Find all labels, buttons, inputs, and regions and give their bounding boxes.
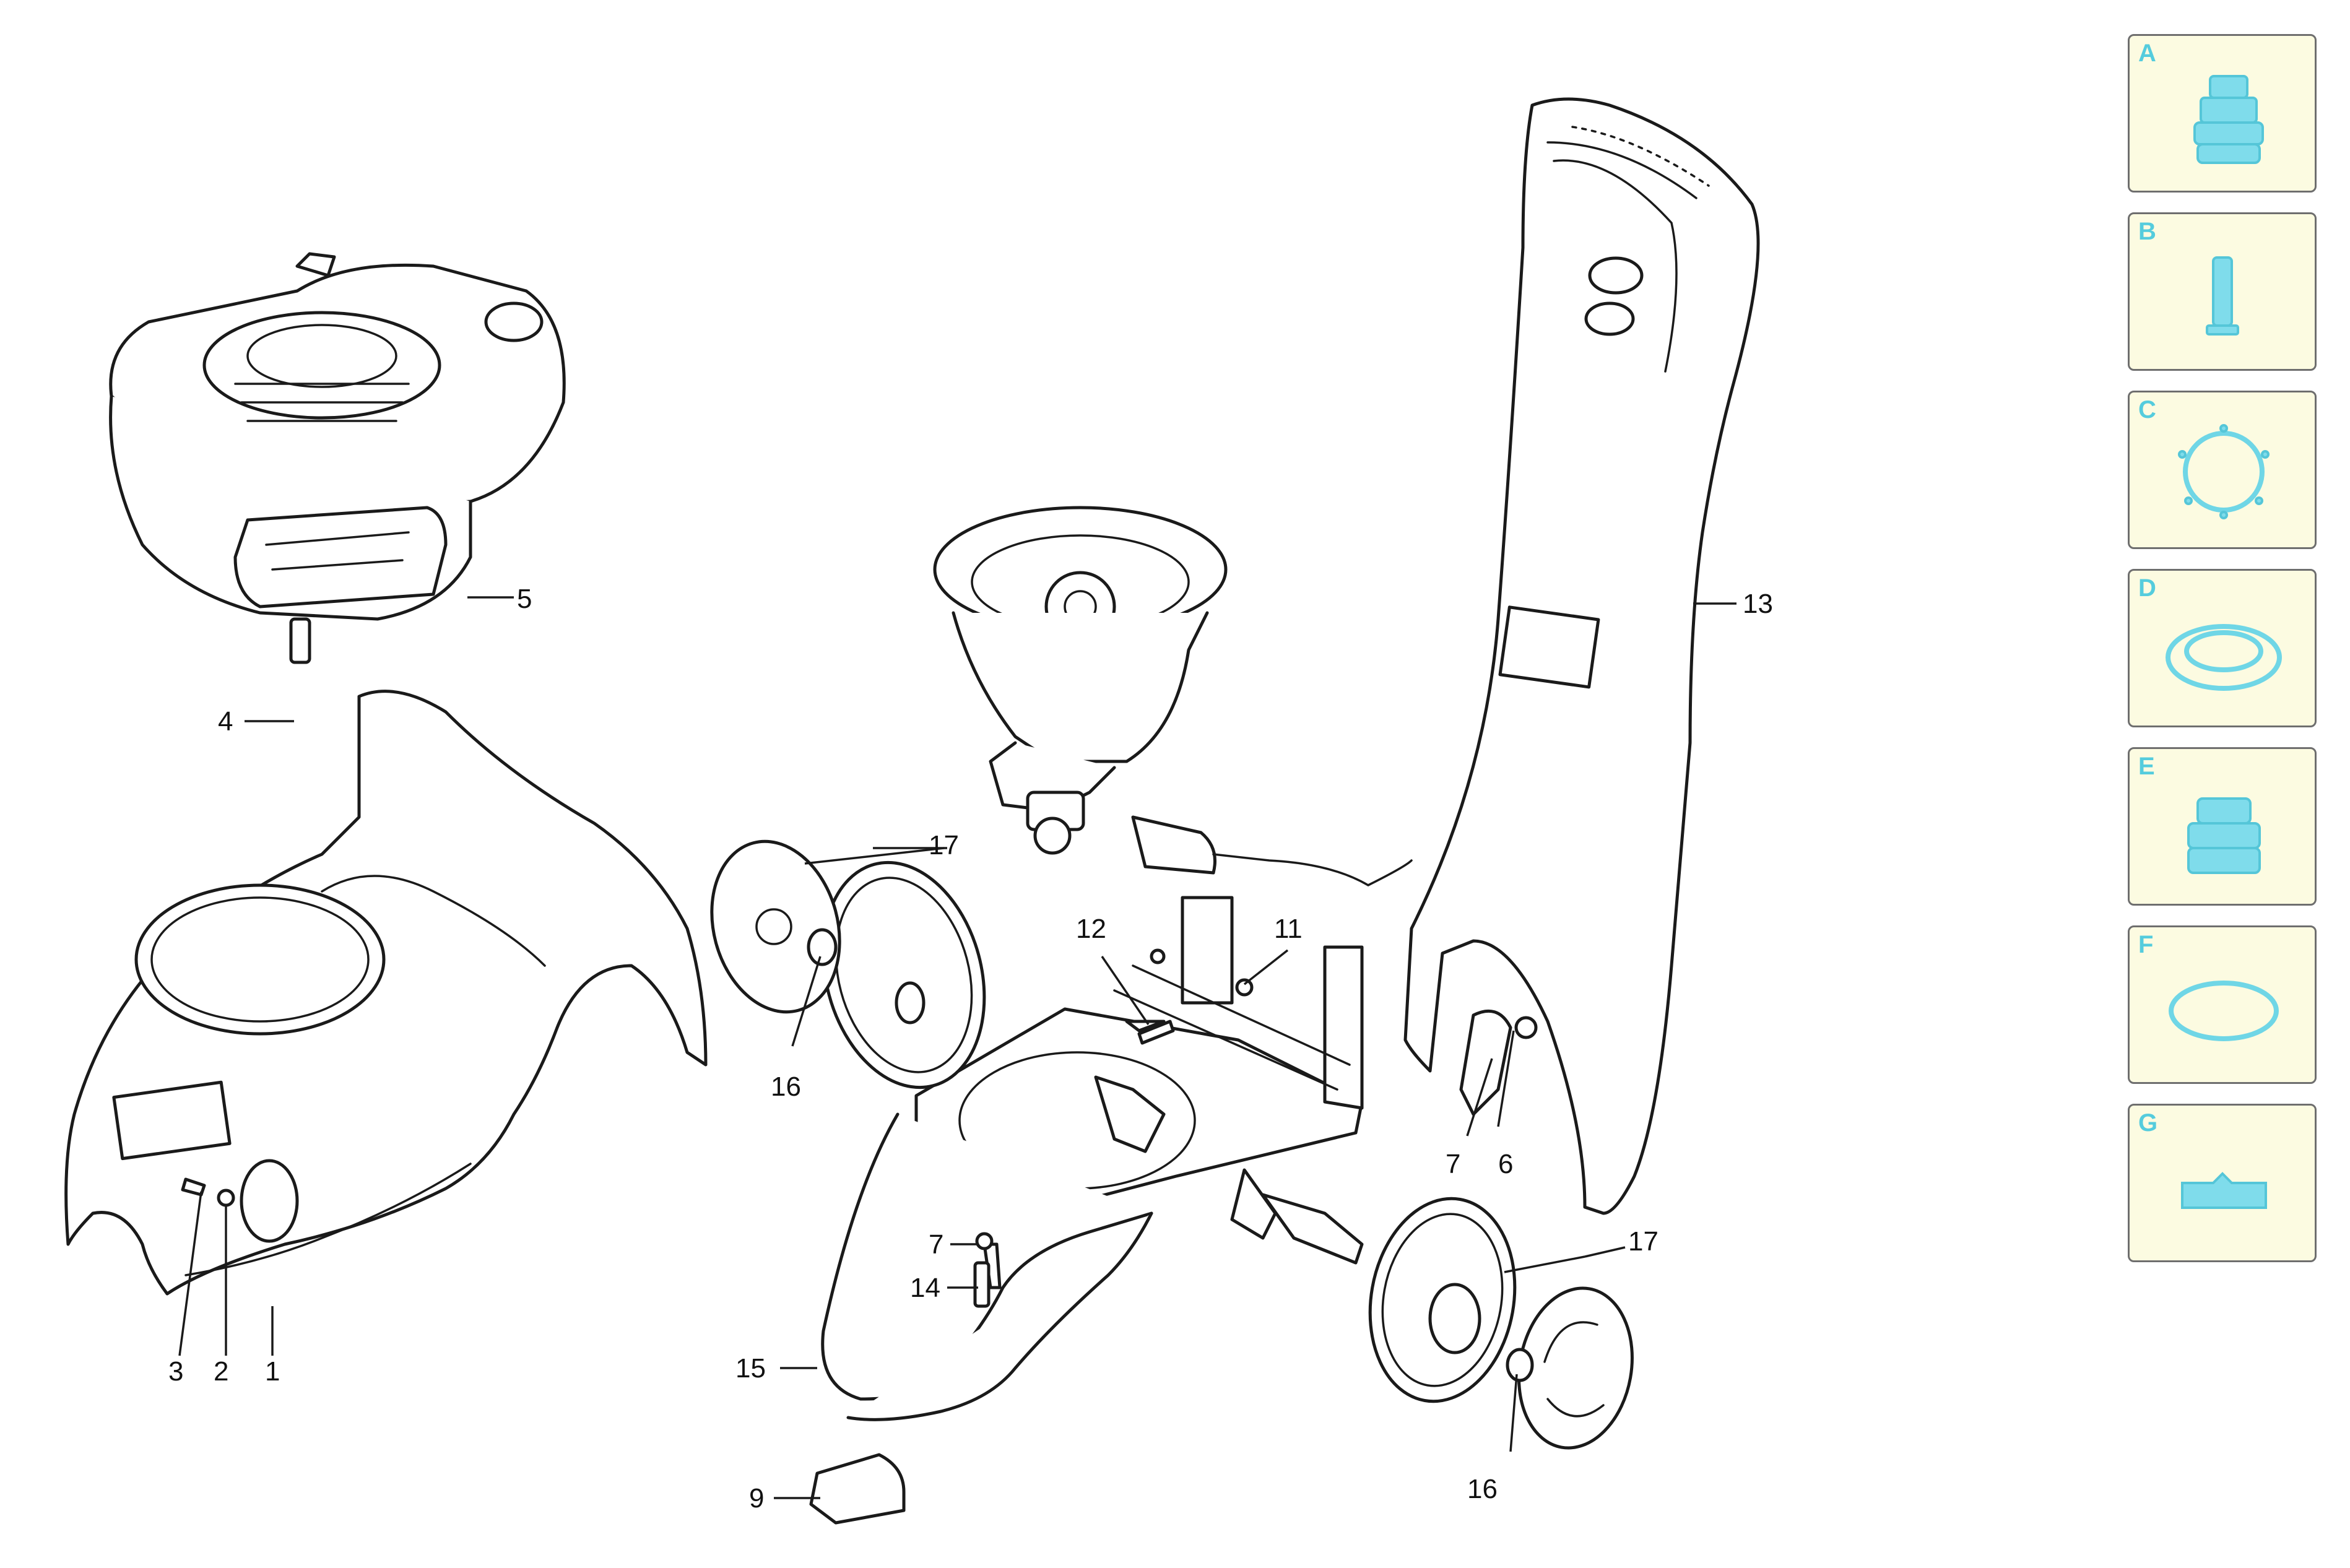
callout-7-right: 7 <box>1446 1149 1460 1179</box>
callout-1: 1 <box>265 1356 280 1387</box>
callout-15: 15 <box>735 1353 766 1384</box>
sidebar-item-letter: E <box>2138 753 2155 780</box>
leader-lines <box>178 596 1736 1499</box>
sidebar-item-letter: A <box>2138 40 2156 67</box>
wedge-block-icon <box>2181 1172 2267 1209</box>
hood-cover-part[interactable] <box>64 690 708 1296</box>
callout-7-left: 7 <box>929 1229 943 1260</box>
callout-numbers: 3 2 1 4 5 7 6 9 11 12 13 14 7 15 16 16 1… <box>168 584 1773 1514</box>
callout-5: 5 <box>517 584 532 614</box>
engine-part[interactable] <box>109 252 566 664</box>
callout-12: 12 <box>1076 914 1106 944</box>
valve-cartridge-icon <box>2187 797 2261 874</box>
sidebar-item-a[interactable]: A <box>2128 34 2317 193</box>
callout-17-top: 17 <box>929 830 959 860</box>
callout-14: 14 <box>910 1273 940 1303</box>
o-ring-icon <box>2169 981 2279 1041</box>
wheel-left-part[interactable] <box>693 827 1008 1106</box>
sidebar-item-d[interactable]: D <box>2128 569 2317 727</box>
sidebar-item-b[interactable]: B <box>2128 212 2317 371</box>
sidebar-item-e[interactable]: E <box>2128 747 2317 906</box>
bolt-parts[interactable] <box>973 978 1254 1308</box>
callout-11: 11 <box>1274 914 1303 944</box>
sidebar-item-letter: F <box>2138 931 2154 958</box>
sidebar-item-letter: D <box>2138 574 2156 602</box>
callout-6: 6 <box>1498 1149 1513 1179</box>
seal-ring-icon <box>2166 624 2282 691</box>
sidebar-item-letter: B <box>2138 218 2156 245</box>
callout-16-left: 16 <box>771 1072 801 1102</box>
sidebar-item-letter: G <box>2138 1109 2158 1137</box>
callout-2: 2 <box>214 1356 228 1387</box>
gasket-ring-icon <box>2178 424 2270 519</box>
handle-frame-part[interactable] <box>1403 97 1760 1215</box>
callout-4: 4 <box>218 706 233 737</box>
pump-assembly-part[interactable] <box>933 506 1413 886</box>
chassis-frame-part[interactable] <box>821 896 1364 1421</box>
foot-part[interactable] <box>809 1453 906 1525</box>
callout-3: 3 <box>168 1356 183 1387</box>
callout-9: 9 <box>749 1483 764 1514</box>
callout-16-right: 16 <box>1467 1474 1498 1504</box>
sidebar-item-g[interactable]: G <box>2128 1104 2317 1262</box>
piston-icon <box>2206 256 2239 336</box>
wheel-right-part[interactable] <box>1355 1187 1644 1457</box>
sidebar-item-letter: C <box>2138 396 2156 423</box>
pump-head-icon <box>2193 75 2264 164</box>
callout-17-bottom: 17 <box>1628 1226 1658 1257</box>
callout-13: 13 <box>1743 589 1773 619</box>
sidebar-item-f[interactable]: F <box>2128 925 2317 1084</box>
sidebar-item-c[interactable]: C <box>2128 391 2317 549</box>
